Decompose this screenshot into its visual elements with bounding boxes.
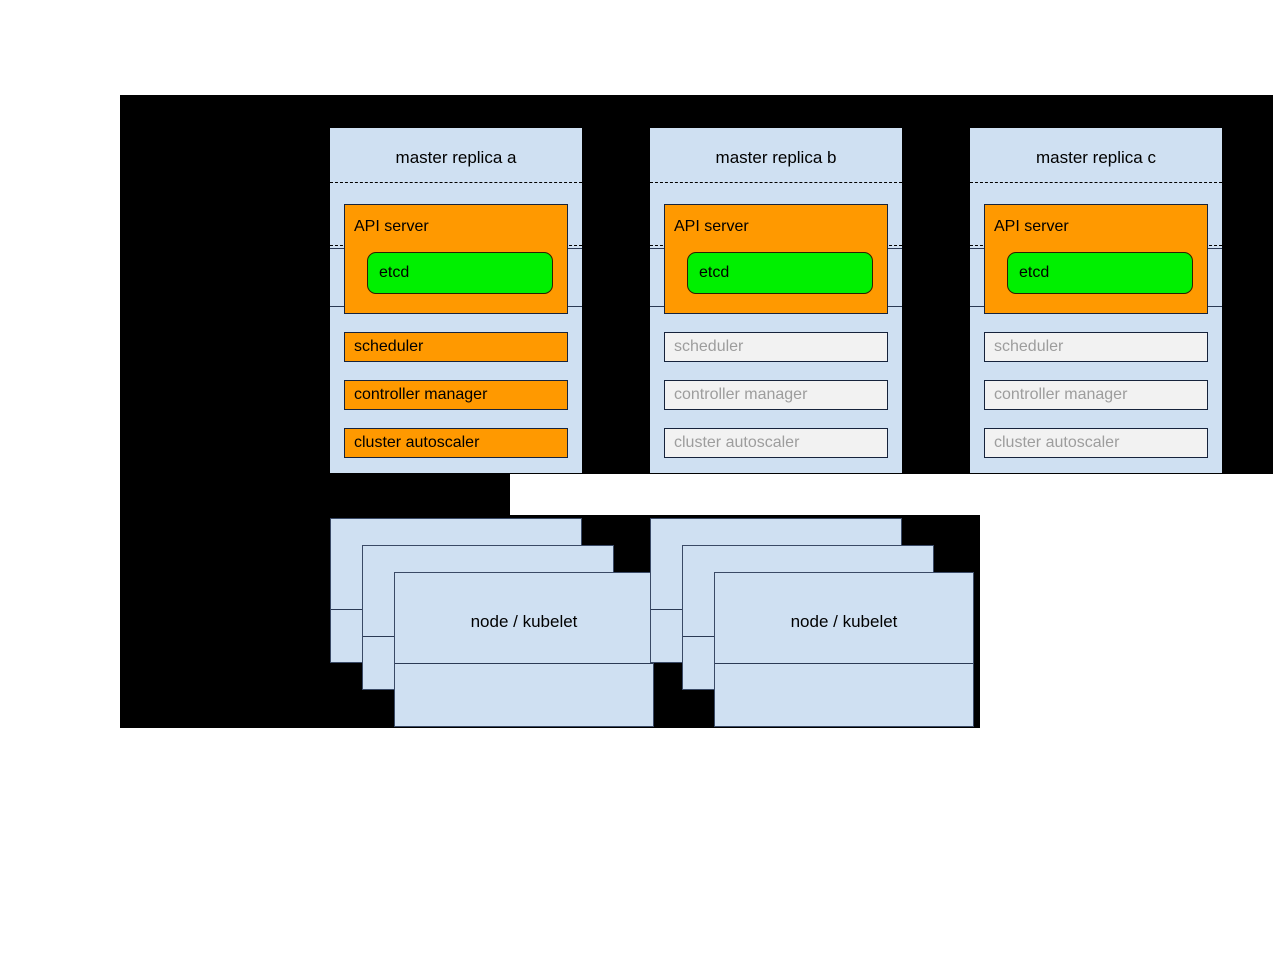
- node-kubelet-label: node / kubelet: [470, 611, 578, 631]
- node-card-divider: [715, 663, 973, 664]
- controller-manager-label: controller manager: [354, 386, 488, 403]
- master-replica-c-api-server-box[interactable]: API server etcd: [984, 204, 1208, 314]
- master-replica-a-scheduler-box[interactable]: scheduler: [344, 332, 568, 362]
- master-replica-b-panel[interactable]: master replica b API server etcd schedul…: [650, 128, 902, 473]
- master-replica-c-title: master replica c: [1036, 148, 1156, 167]
- master-replica-c-panel[interactable]: master replica c API server etcd schedul…: [970, 128, 1222, 473]
- api-server-label: API server: [354, 218, 429, 235]
- api-server-label: API server: [674, 218, 749, 235]
- master-replica-c-controller-manager-box[interactable]: controller manager: [984, 380, 1208, 410]
- cluster-autoscaler-label: cluster autoscaler: [674, 434, 800, 451]
- master-replica-c-cluster-autoscaler-box[interactable]: cluster autoscaler: [984, 428, 1208, 458]
- node-card-front[interactable]: node / kubelet: [714, 572, 974, 727]
- backdrop-middle-region: [120, 474, 510, 515]
- scheduler-label: scheduler: [354, 338, 424, 355]
- master-replica-b-etcd-box[interactable]: etcd: [687, 252, 873, 294]
- master-replica-a-api-server-box[interactable]: API server etcd: [344, 204, 568, 314]
- etcd-label: etcd: [699, 264, 730, 281]
- replica-a-dashed-separator-top: [330, 182, 582, 183]
- node-kubelet-label: node / kubelet: [790, 611, 898, 631]
- scheduler-label: scheduler: [674, 338, 744, 355]
- replica-b-dashed-separator-top: [650, 182, 902, 183]
- controller-manager-label: controller manager: [674, 386, 808, 403]
- master-replica-b-title: master replica b: [715, 148, 837, 167]
- controller-manager-label: controller manager: [994, 386, 1128, 403]
- master-replica-a-cluster-autoscaler-box[interactable]: cluster autoscaler: [344, 428, 568, 458]
- master-replica-c-etcd-box[interactable]: etcd: [1007, 252, 1193, 294]
- master-replica-b-scheduler-box[interactable]: scheduler: [664, 332, 888, 362]
- api-server-label: API server: [994, 218, 1069, 235]
- master-replica-b-controller-manager-box[interactable]: controller manager: [664, 380, 888, 410]
- master-replica-b-cluster-autoscaler-box[interactable]: cluster autoscaler: [664, 428, 888, 458]
- etcd-label: etcd: [1019, 264, 1050, 281]
- cluster-autoscaler-label: cluster autoscaler: [354, 434, 480, 451]
- scheduler-label: scheduler: [994, 338, 1064, 355]
- master-replica-a-etcd-box[interactable]: etcd: [367, 252, 553, 294]
- etcd-label: etcd: [379, 264, 410, 281]
- node-card-front[interactable]: node / kubelet: [394, 572, 654, 727]
- replica-c-dashed-separator-top: [970, 182, 1222, 183]
- node-card-divider: [395, 663, 653, 664]
- master-replica-a-title: master replica a: [395, 148, 517, 167]
- master-replica-b-api-server-box[interactable]: API server etcd: [664, 204, 888, 314]
- master-replica-c-scheduler-box[interactable]: scheduler: [984, 332, 1208, 362]
- master-replica-a-panel[interactable]: master replica a API server etcd schedul…: [330, 128, 582, 473]
- cluster-autoscaler-label: cluster autoscaler: [994, 434, 1120, 451]
- master-replica-a-controller-manager-box[interactable]: controller manager: [344, 380, 568, 410]
